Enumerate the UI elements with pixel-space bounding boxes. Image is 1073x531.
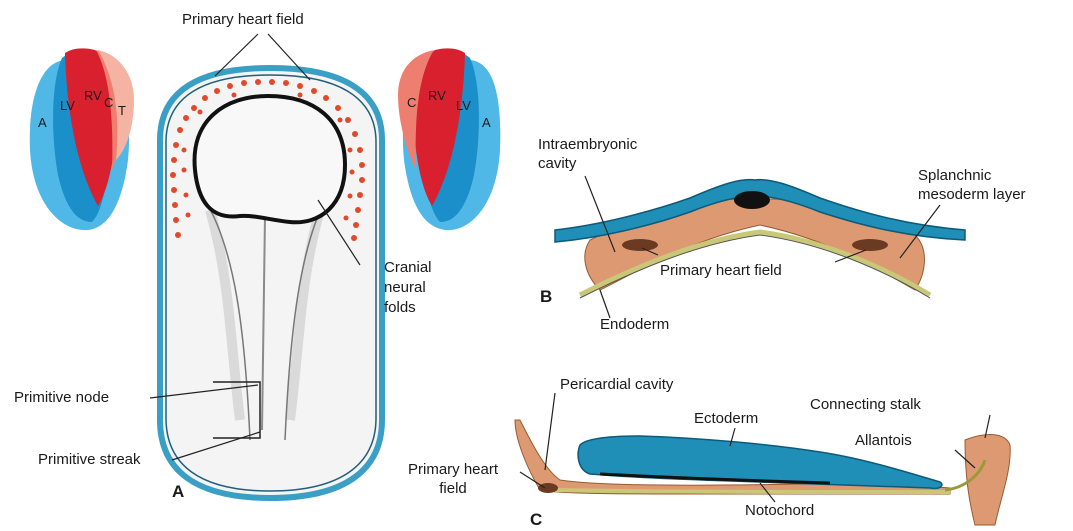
label-pericardial-cavity: Pericardial cavity [560,376,673,394]
left-map-lv-label: LV [60,98,75,113]
label-primary-heart-field-b: Primary heart field [660,262,782,280]
left-map-c-label: C [104,95,113,110]
splanchnic-line-1: Splanchnic [918,166,1026,185]
right-heart-field-map [398,48,500,230]
leader-endoderm [600,290,610,318]
label-primitive-streak: Primitive streak [38,451,141,469]
label-primitive-node: Primitive node [14,389,109,407]
left-map-a-label: A [38,115,47,130]
panel-label-c: C [530,510,542,530]
label-ectoderm: Ectoderm [694,410,758,428]
cranial-line-3: folds [384,298,432,318]
cross-section-b [555,176,965,318]
embryonic-disc [150,34,382,498]
b-heart-cells-left [622,239,658,251]
panel-label-b: B [540,287,552,307]
label-cranial-neural-folds: Cranial neural folds [384,258,432,318]
left-heart-field-map [30,48,134,230]
label-connecting-stalk: Connecting stalk [810,396,921,414]
c-heart-cells [538,483,558,493]
intraembryonic-line-2: cavity [538,154,637,173]
right-map-lv-label: LV [456,98,471,113]
heart-field-c-line-1: Primary heart [408,460,498,479]
cranial-line-2: neural [384,278,432,298]
label-notochord: Notochord [745,502,814,520]
left-map-rv-label: RV [84,88,102,103]
b-notochord [734,191,770,209]
leader-pericardial [545,393,555,470]
b-heart-cells-right [852,239,888,251]
cranial-neural-fold [195,96,345,222]
label-endoderm: Endoderm [600,316,669,334]
label-allantois: Allantois [855,432,912,450]
label-intraembryonic-cavity: Intraembryonic cavity [538,135,637,173]
panel-label-a: A [172,482,184,502]
heart-field-c-line-2: field [408,479,498,498]
c-endoderm [555,490,950,492]
label-primary-heart-field-top: Primary heart field [182,11,304,29]
intraembryonic-line-1: Intraembryonic [538,135,637,154]
right-map-a-label: A [482,115,491,130]
label-splanchnic-mesoderm: Splanchnic mesoderm layer [918,166,1026,204]
right-map-rv-label: RV [428,88,446,103]
cranial-line-1: Cranial [384,258,432,278]
label-primary-heart-field-c: Primary heart field [408,460,498,498]
right-map-c-label: C [407,95,416,110]
splanchnic-line-2: mesoderm layer [918,185,1026,204]
left-map-t-label: T [118,103,126,118]
